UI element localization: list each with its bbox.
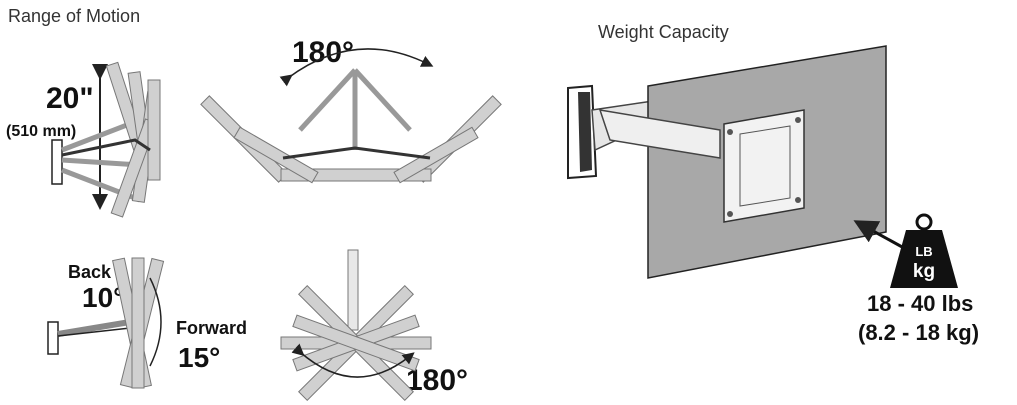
tilt-back-value: 10°	[82, 282, 125, 313]
swivel-bottom-diagram	[280, 249, 432, 401]
weight-icon	[890, 213, 958, 288]
weight-icon-top-label: LB	[915, 244, 932, 259]
swivel-bottom-value: 180°	[406, 364, 469, 397]
wall-plate-icon	[51, 139, 63, 185]
vertical-travel-value: 20"	[46, 82, 94, 115]
weight-range-kg: (8.2 - 18 kg)	[858, 320, 980, 345]
vertical-travel-diagram	[51, 61, 161, 218]
tilt-wall-plate-icon	[47, 321, 59, 355]
tilt-forward-label: Forward	[176, 318, 248, 338]
weight-capacity-title: Weight Capacity	[598, 22, 729, 42]
tilt-diagram	[47, 257, 165, 389]
weight-range-lbs: 18 - 40 lbs	[867, 291, 974, 316]
vertical-travel-metric: (510 mm)	[6, 123, 77, 140]
weight-icon-bottom-label: kg	[913, 261, 935, 282]
tilt-forward-value: 15°	[178, 342, 221, 373]
weight-capacity-diagram	[567, 45, 958, 288]
vesa-plate	[723, 109, 805, 223]
range-of-motion-title: Range of Motion	[8, 6, 141, 26]
swivel-top-diagram	[200, 48, 502, 184]
tilt-back-label: Back	[68, 262, 112, 282]
